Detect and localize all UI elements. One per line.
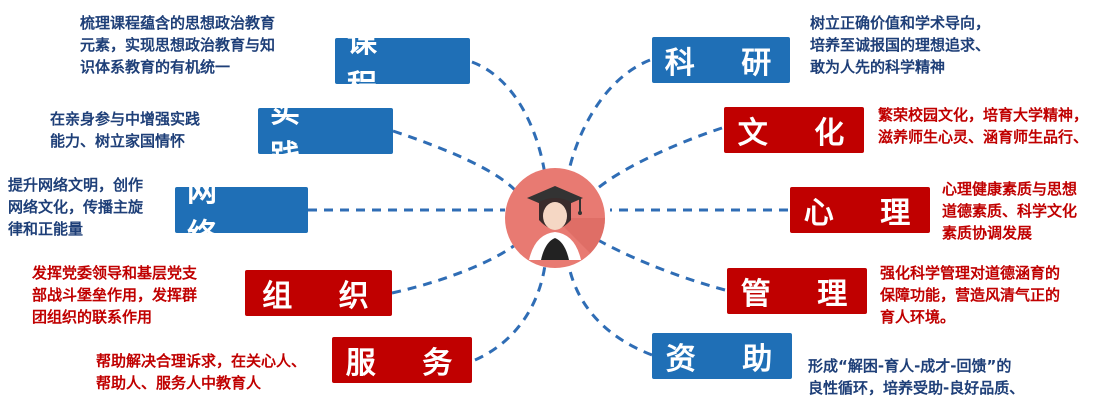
desc-zuzhi: 发挥党委领导和基层党支 部战斗堡垒作用，发挥群 团组织的联系作用 xyxy=(32,262,197,328)
desc-keyan: 树立正确价值和学术导向， 培养至诚报国的理想追求、 敢为人先的科学精神 xyxy=(810,12,990,78)
desc-line: 强化科学管理对道德涵育的 xyxy=(880,264,1061,282)
desc-line: 道德素质、科学文化 xyxy=(942,202,1078,220)
connector-keyan xyxy=(566,58,651,176)
node-fuwu-label: 服 务 xyxy=(345,346,471,381)
node-wenhua-label: 文 化 xyxy=(737,116,863,151)
node-keyan: 科 研 xyxy=(652,37,790,83)
desc-wangluo: 提升网络文明，创作 网络文化，传播主旋 律和正能量 xyxy=(8,174,143,240)
desc-line: 帮助人、服务人中教育人 xyxy=(96,374,262,392)
desc-line: 部战斗堡垒作用，发挥群 xyxy=(32,286,198,304)
desc-kecheng: 梳理课程蕴含的思想政治教育 元素，实现思想政治教育与知 识体系教育的有机统一 xyxy=(80,12,275,78)
node-zizhu-label: 资 助 xyxy=(665,342,791,377)
node-zizhu: 资 助 xyxy=(652,333,792,379)
desc-line: 形成“解困-育人-成才-回馈”的 xyxy=(808,357,1012,375)
connector-kecheng xyxy=(471,60,547,176)
connector-wenhua xyxy=(597,126,723,190)
desc-line: 敢为人先的科学精神 xyxy=(810,58,946,76)
desc-line: 繁荣校园文化，培育大学精神， xyxy=(878,106,1089,124)
desc-line: 发挥党委领导和基层党支 xyxy=(32,264,198,282)
desc-line: 在亲身参与中增强实践 xyxy=(50,110,201,128)
desc-line: 保障功能，营造风清气正的 xyxy=(880,286,1061,304)
connector-guanli xyxy=(597,238,726,292)
node-keyan-label: 科 研 xyxy=(664,46,790,81)
graduate-avatar-icon xyxy=(507,170,605,268)
connector-zizhu xyxy=(566,261,653,357)
node-shijian: 实 践 xyxy=(258,95,393,174)
desc-line: 梳理课程蕴含的思想政治教育 xyxy=(80,14,276,32)
connector-fuwu xyxy=(474,264,547,362)
desc-zizhu: 形成“解困-育人-成才-回馈”的 良性循环，培养受助-良好品质、 xyxy=(808,355,1024,399)
node-fuwu: 服 务 xyxy=(332,337,472,383)
desc-line: 提升网络文明，创作 xyxy=(8,176,144,194)
desc-line: 良性循环，培养受助-良好品质、 xyxy=(808,379,1025,397)
desc-line: 帮助解决合理诉求，在关心人、 xyxy=(96,352,307,370)
desc-line: 素质协调发展 xyxy=(942,224,1033,242)
desc-line: 培养至诚报国的理想追求、 xyxy=(810,36,991,54)
desc-fuwu: 帮助解决合理诉求，在关心人、 帮助人、服务人中教育人 xyxy=(96,350,306,394)
node-kecheng-label: 课 程 xyxy=(347,25,395,104)
center-circle xyxy=(505,168,605,268)
node-wenhua: 文 化 xyxy=(724,107,864,153)
desc-shijian: 在亲身参与中增强实践 能力、树立家国情怀 xyxy=(50,108,200,152)
desc-line: 树立正确价值和学术导向， xyxy=(810,14,991,32)
desc-xinli: 心理健康素质与思想 道德素质、科学文化 素质协调发展 xyxy=(942,178,1077,244)
desc-line: 心理健康素质与思想 xyxy=(942,180,1078,198)
node-zuzhi-label: 组 织 xyxy=(262,279,387,314)
node-guanli: 管 理 xyxy=(727,268,867,314)
desc-line: 元素，实现思想政治教育与知 xyxy=(80,36,276,54)
connector-shijian xyxy=(392,129,517,192)
node-wangluo: 网 络 xyxy=(175,174,308,253)
node-shijian-label: 实 践 xyxy=(270,95,318,174)
desc-line: 律和正能量 xyxy=(8,220,84,238)
node-xinli: 心 理 xyxy=(790,187,930,233)
desc-line: 育人环境。 xyxy=(880,308,956,326)
node-wangluo-label: 网 络 xyxy=(187,174,235,253)
node-xinli-label: 心 理 xyxy=(803,196,929,231)
desc-line: 团组织的联系作用 xyxy=(32,308,153,326)
desc-line: 能力、树立家国情怀 xyxy=(50,132,186,150)
node-guanli-label: 管 理 xyxy=(740,277,866,312)
desc-wenhua: 繁荣校园文化，培育大学精神， 滋养师生心灵、涵育师生品行、 xyxy=(878,104,1088,148)
node-zuzhi: 组 织 xyxy=(245,270,392,316)
desc-guanli: 强化科学管理对道德涵育的 保障功能，营造风清气正的 育人环境。 xyxy=(880,262,1060,328)
desc-line: 滋养师生心灵、涵育师生品行、 xyxy=(878,128,1089,146)
connector-zuzhi xyxy=(391,243,516,295)
node-kecheng: 课 程 xyxy=(335,25,470,104)
desc-line: 网络文化，传播主旋 xyxy=(8,198,144,216)
desc-line: 识体系教育的有机统一 xyxy=(80,58,231,76)
